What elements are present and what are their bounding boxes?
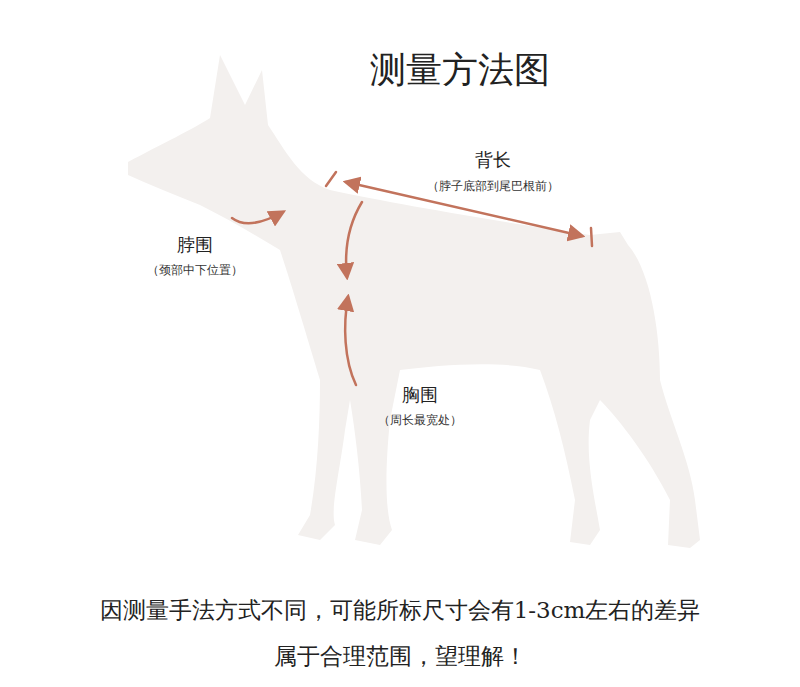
- dog-silhouette: [128, 55, 700, 548]
- note-caption: 因测量手法方式不同，可能所标尺寸会有1-3cm左右的差异 属于合理范围，望理解！: [30, 587, 770, 679]
- chest-arrow-down: [346, 202, 362, 277]
- back-tick-end: [591, 228, 592, 246]
- neck-arrow: [232, 212, 283, 223]
- measure-note: （脖子底部到尾巴根前）: [427, 178, 559, 195]
- measure-name: 脖围: [177, 233, 213, 257]
- chest-arrow-up: [345, 297, 356, 385]
- measure-name: 胸围: [402, 383, 438, 407]
- measure-note: （周长最宽处）: [378, 412, 462, 429]
- measure-name: 背长: [475, 148, 511, 172]
- measure-note: （颈部中下位置）: [147, 262, 243, 279]
- back-tick-start: [326, 172, 336, 186]
- diagram-title: 测量方法图: [370, 46, 550, 95]
